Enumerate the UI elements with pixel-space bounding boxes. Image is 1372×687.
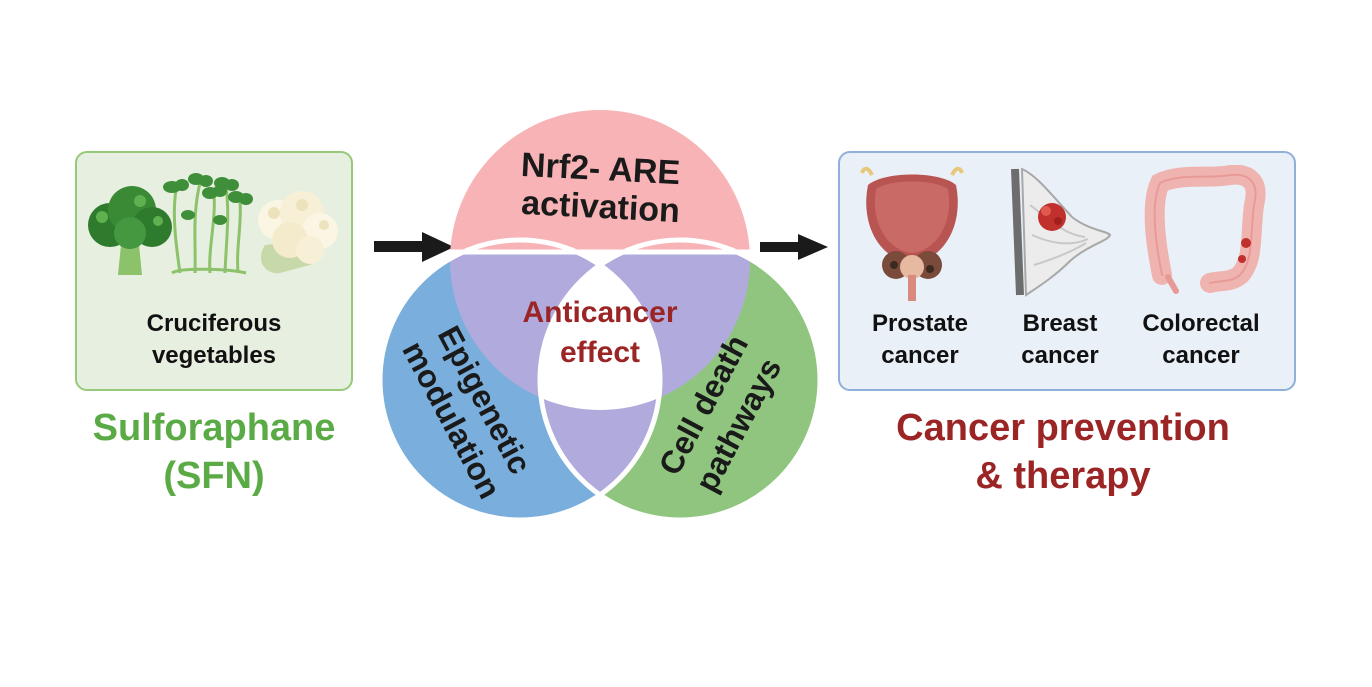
vegetables-caption-line2: vegetables: [151, 342, 277, 369]
sulforaphane-label-line2: (SFN): [163, 455, 265, 497]
broccoli-icon: [88, 186, 172, 275]
breast-icon: [1011, 167, 1112, 297]
venn-top-label-line1: Nrf2- ARE: [520, 146, 681, 192]
sulforaphane-label: Sulforaphane (SFN): [64, 404, 364, 500]
colon-icon: [1144, 165, 1266, 294]
sprouts-icon: [171, 182, 247, 275]
sulforaphane-label-line1: Sulforaphane: [92, 407, 336, 449]
breast-cancer-label-line2: cancer: [1021, 342, 1099, 369]
cauliflower-icon: [258, 191, 338, 274]
venn-center-label-line2: effect: [560, 336, 640, 369]
colorectal-cancer-label-line1: Colorectal: [1142, 310, 1260, 337]
arrow-right-icon: [374, 232, 454, 262]
vegetables-caption-line1: Cruciferous: [146, 310, 282, 337]
outcome-label-line2: & therapy: [975, 455, 1151, 497]
venn-top-label-line2: activation: [520, 184, 680, 230]
breast-cancer-label-line1: Breast: [1022, 310, 1098, 337]
outcome-label-line1: Cancer prevention: [896, 407, 1230, 449]
venn-top-circle: [450, 110, 750, 252]
vegetables-illustration: [88, 173, 338, 275]
outcome-label: Cancer prevention & therapy: [848, 404, 1278, 500]
arrow-right-icon: [760, 234, 828, 260]
prostate-icon: [860, 166, 964, 301]
venn-center-label-line1: Anticancer: [522, 296, 677, 329]
prostate-cancer-label-line1: Prostate: [871, 310, 969, 337]
cancer-illustrations: [860, 165, 1266, 301]
colorectal-cancer-label-line2: cancer: [1162, 342, 1240, 369]
prostate-cancer-label-line2: cancer: [881, 342, 959, 369]
venn-diagram: Nrf2- ARE activation Anticancer effect E…: [380, 110, 820, 523]
